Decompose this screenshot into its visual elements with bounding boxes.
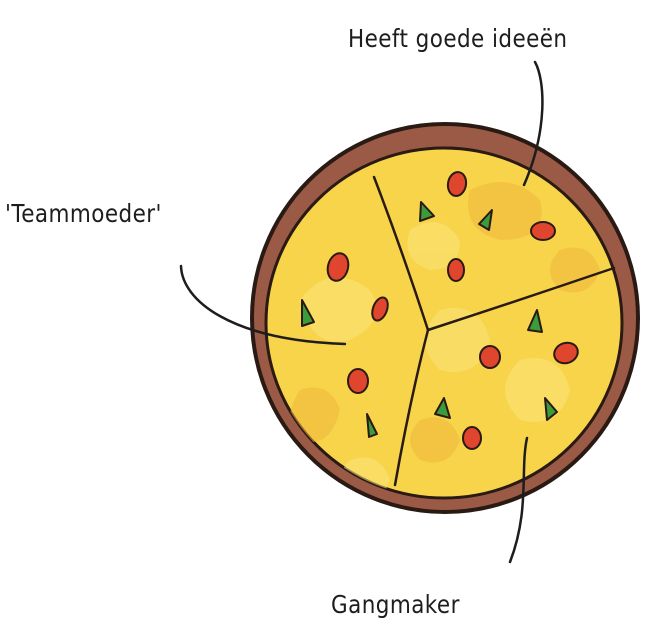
pepperoni bbox=[480, 346, 500, 368]
pepperoni bbox=[531, 222, 555, 240]
label-has-good-ideas: Heeft goede ideeën bbox=[348, 24, 567, 53]
label-team-mother: 'Teammoeder' bbox=[5, 199, 162, 228]
pepperoni bbox=[348, 369, 368, 393]
pepperoni bbox=[463, 427, 481, 449]
pepperoni bbox=[448, 259, 464, 281]
label-motivator: Gangmaker bbox=[331, 590, 460, 619]
